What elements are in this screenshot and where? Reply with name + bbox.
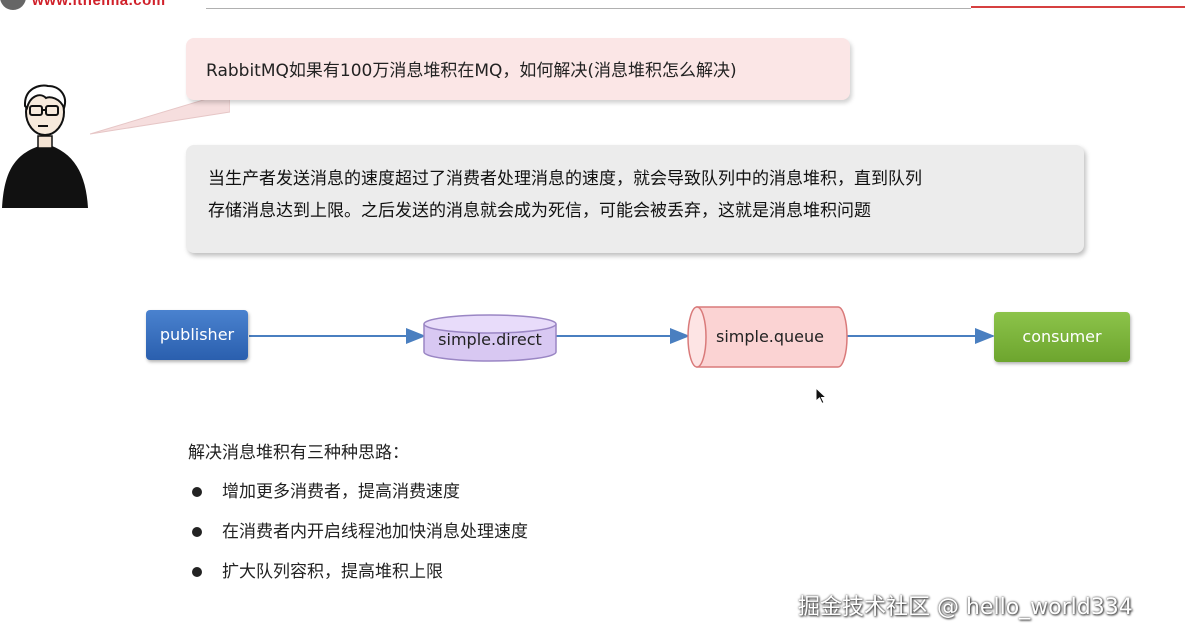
watermark: 掘金技术社区 @ hello_world334 [798, 595, 1133, 620]
solutions-section: 解决消息堆积有三种种思路： 增加更多消费者，提高消费速度 在消费者内开启线程池加… [188, 438, 528, 597]
bullet-icon [192, 487, 202, 497]
answer-line-1: 当生产者发送消息的速度超过了消费者处理消息的速度，就会导致队列中的消息堆积，直到… [208, 169, 922, 189]
logo-text: www.itheima.com [32, 0, 166, 9]
mouse-cursor-icon [815, 387, 828, 405]
queue-node [687, 306, 848, 368]
header-accent-divider [971, 6, 1185, 8]
bullet-icon [192, 527, 202, 537]
consumer-node: consumer [994, 312, 1130, 362]
exchange-node [423, 314, 557, 362]
queue-label: simple.queue [715, 327, 825, 346]
speaker-illustration [2, 84, 88, 208]
answer-line-2: 存储消息达到上限。之后发送的消息就会成为死信，可能会被丢弃，这就是消息堆积问题 [208, 201, 871, 221]
publisher-node: publisher [146, 310, 248, 360]
solutions-title: 解决消息堆积有三种种思路： [188, 443, 409, 463]
speech-bubble-tail [90, 91, 230, 135]
exchange-label: simple.direct [438, 330, 542, 349]
list-item: 增加更多消费者，提高消费速度 [188, 477, 528, 517]
question-text: RabbitMQ如果有100万消息堆积在MQ，如何解决(消息堆积怎么解决) [206, 61, 737, 81]
top-header: www.itheima.com [0, 0, 1185, 12]
list-item: 在消费者内开启线程池加快消息处理速度 [188, 517, 528, 557]
question-bubble: RabbitMQ如果有100万消息堆积在MQ，如何解决(消息堆积怎么解决) [186, 38, 850, 100]
list-item: 扩大队列容积，提高堆积上限 [188, 557, 528, 597]
answer-box: 当生产者发送消息的速度超过了消费者处理消息的速度，就会导致队列中的消息堆积，直到… [186, 145, 1084, 253]
answer-text: 当生产者发送消息的速度超过了消费者处理消息的速度，就会导致队列中的消息堆积，直到… [208, 163, 922, 227]
bullet-icon [192, 567, 202, 577]
logo-icon [0, 0, 26, 10]
header-divider [206, 8, 971, 9]
